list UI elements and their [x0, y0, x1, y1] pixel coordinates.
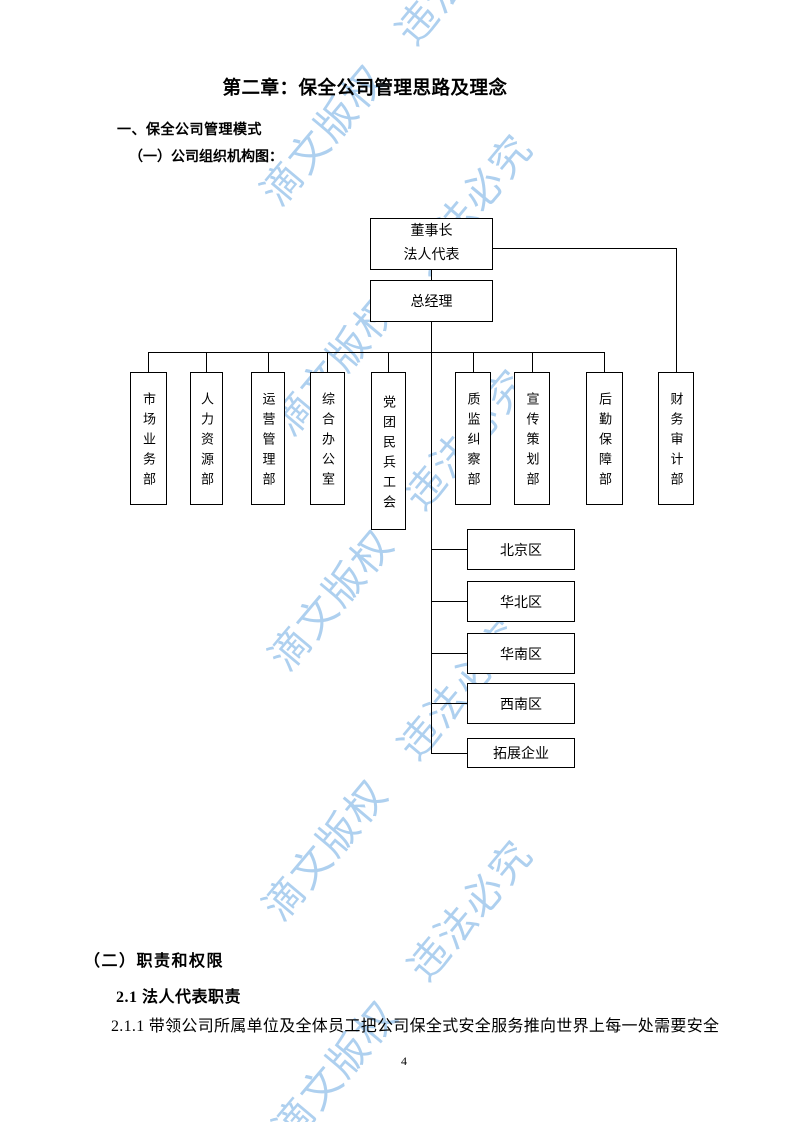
connector-stub — [431, 549, 467, 550]
org-box-department: 运营管理部 — [251, 372, 285, 505]
page-number: 4 — [401, 1054, 407, 1068]
chairman-label-line2: 法人代表 — [403, 248, 460, 263]
watermark-text: 滴文版权 违法必究 — [252, 0, 530, 215]
org-box-department: 人力资源部 — [190, 372, 223, 505]
connector-stub — [431, 601, 467, 602]
connector-stub — [148, 352, 149, 372]
department-label: 人力资源部 — [199, 392, 214, 492]
org-box-department: 财务审计部 — [658, 372, 694, 505]
org-box-general-manager: 总经理 — [370, 280, 493, 322]
chairman-label-line1: 董事长 — [410, 224, 453, 239]
department-label: 质监纠察部 — [465, 392, 481, 492]
region-label: 拓展企业 — [493, 747, 549, 762]
org-box-region: 拓展企业 — [467, 738, 575, 768]
connector-stub — [327, 352, 328, 372]
connector-line-horizontal — [493, 248, 676, 249]
connector-stub — [206, 352, 207, 372]
department-label: 财务审计部 — [668, 392, 684, 492]
department-label: 宣传策划部 — [524, 392, 540, 492]
region-label: 华北区 — [500, 595, 542, 611]
connector-stub — [431, 703, 467, 704]
connector-stub — [431, 653, 467, 654]
org-box-chairman: 董事长 法人代表 — [370, 218, 493, 270]
connector-stub — [473, 352, 474, 372]
watermark-text: 滴文版权 违法必究 — [264, 831, 542, 1122]
heading-sub-1: （一）公司组织机构图： — [129, 150, 283, 165]
connector-stub — [532, 352, 533, 372]
department-label: 党团民兵工会 — [381, 394, 396, 515]
department-label: 市场业务部 — [141, 392, 156, 492]
connector-line-vertical — [431, 322, 432, 753]
heading-sub-2: 2.1 法人代表职责 — [116, 989, 242, 1006]
org-box-region: 华南区 — [467, 633, 575, 674]
region-label: 北京区 — [500, 543, 542, 559]
department-label: 运营管理部 — [260, 392, 276, 492]
org-box-department: 质监纠察部 — [455, 372, 491, 505]
connector-line-vertical — [431, 270, 432, 280]
page-title: 第二章：保全公司管理思路及理念 — [222, 79, 508, 99]
general-manager-label: 总经理 — [410, 295, 453, 310]
connector-stub — [388, 352, 389, 372]
org-box-department: 宣传策划部 — [514, 372, 550, 505]
region-label: 华南区 — [500, 647, 542, 663]
org-box-department: 后勤保障部 — [586, 372, 623, 505]
org-box-department: 综合办公室 — [310, 372, 345, 505]
org-box-region: 西南区 — [467, 683, 575, 724]
connector-stub — [431, 753, 467, 754]
department-label: 后勤保障部 — [597, 392, 612, 492]
heading-section-2: （二）职责和权限 — [84, 953, 225, 970]
heading-section-1: 一、保全公司管理模式 — [117, 123, 262, 138]
org-box-department: 市场业务部 — [130, 372, 167, 505]
org-box-region: 北京区 — [467, 529, 575, 570]
connector-line-horizontal — [148, 352, 605, 353]
connector-line-vertical — [676, 248, 677, 372]
region-label: 西南区 — [500, 697, 542, 713]
connector-stub — [268, 352, 269, 372]
org-box-region: 华北区 — [467, 581, 575, 622]
org-box-department: 党团民兵工会 — [371, 372, 406, 530]
department-label: 综合办公室 — [320, 392, 335, 492]
connector-stub — [604, 352, 605, 372]
body-paragraph: 2.1.1 带领公司所属单位及全体员工把公司保全式安全服务推向世界上每一处需要安… — [111, 1018, 720, 1035]
